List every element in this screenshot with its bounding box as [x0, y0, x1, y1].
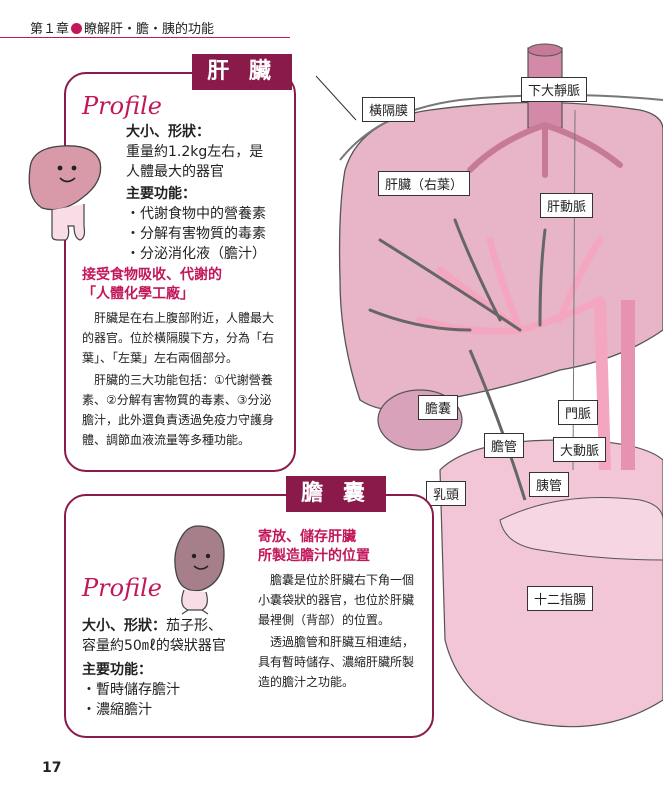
liver-func-list: ・代謝食物中的營養素 ・分解有害物質的毒素 ・分泌消化液（膽汁）: [126, 204, 286, 264]
liver-size-text-1: 重量約1.2kg左右，是: [126, 144, 264, 160]
diaphragm-line: [339, 94, 663, 161]
list-item: ・代謝食物中的營養素: [126, 206, 266, 222]
ivc-top: [527, 43, 563, 57]
liver-card: [64, 72, 296, 472]
label-portal-vein: 門脈: [558, 400, 599, 425]
gallbladder-func-label: 主要功能：: [82, 662, 152, 678]
liver-para-2: 肝臟的三大功能包括：①代謝營養素、②分解有害物質的毒素、③分泌膽汁，此外還負責透…: [82, 373, 275, 447]
gallbladder-heading: 寄放、儲存肝臟 所製造膽汁的位置: [258, 528, 418, 566]
page-number: 17: [42, 760, 62, 776]
title-leader-line: [315, 75, 357, 121]
label-diaphragm: 橫隔膜: [362, 97, 416, 122]
liver-size-label: 大小、形狀：: [126, 124, 210, 140]
liver-size-block: 大小、形狀： 重量約1.2kg左右，是 人體最大的器官: [126, 122, 286, 182]
list-item: ・分泌消化液（膽汁）: [126, 246, 266, 262]
gallbladder-body: 膽囊是位於肝臟右下角一個小囊袋狀的器官，也位於肝臟最裡側（背部）的位置。 透過膽…: [258, 570, 420, 692]
gallbladder-para-2: 透過膽管和肝臟互相連結，具有暫時儲存、濃縮肝臟所製造的膽汁之功能。: [258, 635, 415, 689]
label-hepatic-artery: 肝動脈: [540, 193, 594, 218]
list-item: ・暫時儲存膽汁: [82, 682, 180, 698]
gallbladder-title: 膽 囊: [286, 476, 386, 512]
list-item: ・分解有害物質的毒素: [126, 226, 266, 242]
gallbladder-mascot-icon: [174, 525, 225, 615]
label-pancreatic-duct: 胰管: [529, 472, 570, 497]
liver-heading: 接受食物吸收、代謝的 「人體化學工廠」: [82, 266, 282, 304]
label-papilla: 乳頭: [426, 481, 467, 506]
label-ivc: 下大靜脈: [521, 77, 588, 102]
bile-duct-branches: [368, 218, 547, 332]
label-duodenum: 十二指腸: [527, 586, 594, 611]
liver-size-text-2: 人體最大的器官: [126, 164, 224, 180]
gallbladder-size-block: 大小、形狀：茄子形、 容量約50㎖的袋狀器官: [82, 616, 262, 656]
liver-para-1: 肝臟是在右上腹部附近，人體最大的器官。位於橫隔膜下方，分為「右葉」、「左葉」左右…: [82, 311, 275, 365]
gallbladder-size-label: 大小、形狀：: [82, 618, 166, 634]
list-item: ・濃縮膽汁: [82, 702, 152, 718]
liver-profile-script: Profile: [82, 92, 162, 120]
liver-title: 肝 臟: [192, 54, 292, 90]
label-gallbladder: 膽囊: [418, 395, 459, 420]
gallbladder-size-text-2: 容量約50㎖的袋狀器官: [82, 638, 226, 654]
chapter-prefix: 第１章: [30, 22, 70, 37]
label-right-lobe: 肝臟（右葉）: [378, 171, 471, 196]
gallbladder-para-1: 膽囊是位於肝臟右下角一個小囊袋狀的器官，也位於肝臟最裡側（背部）的位置。: [258, 573, 415, 627]
label-aorta: 大動脈: [553, 437, 607, 462]
chapter-header: 第１章瞭解肝・膽・胰的功能: [30, 18, 214, 37]
gallbladder-func-block: 主要功能： ・暫時儲存膽汁 ・濃縮膽汁: [82, 660, 262, 720]
liver-body: 肝臟是在右上腹部附近，人體最大的器官。位於橫隔膜下方，分為「右葉」、「左葉」左右…: [82, 308, 278, 450]
header-rule: [0, 37, 290, 38]
bullet-dot-icon: [71, 23, 83, 34]
gallbladder-heading-2: 所製造膽汁的位置: [258, 548, 370, 564]
common-bile-duct: [468, 349, 527, 501]
liver-heading-2: 「人體化學工廠」: [82, 286, 194, 302]
chapter-title: 瞭解肝・膽・胰的功能: [84, 22, 215, 37]
liver-heading-1: 接受食物吸收、代謝的: [82, 267, 222, 283]
liver-func-block: 主要功能： ・代謝食物中的營養素 ・分解有害物質的毒素 ・分泌消化液（膽汁）: [126, 184, 286, 264]
hepatic-veins: [467, 122, 623, 178]
gallbladder-card: [64, 494, 434, 738]
pancreas-shape: [499, 497, 663, 561]
label-bile-duct: 膽管: [484, 433, 525, 458]
gallbladder-func-list: ・暫時儲存膽汁 ・濃縮膽汁: [82, 680, 262, 720]
gallbladder-size-text-1: 茄子形、: [166, 618, 222, 634]
gallbladder-heading-1: 寄放、儲存肝臟: [258, 529, 356, 545]
gallbladder-profile-script: Profile: [82, 574, 162, 602]
liver-mascot-icon: [28, 145, 102, 241]
liver-func-label: 主要功能：: [126, 186, 196, 202]
